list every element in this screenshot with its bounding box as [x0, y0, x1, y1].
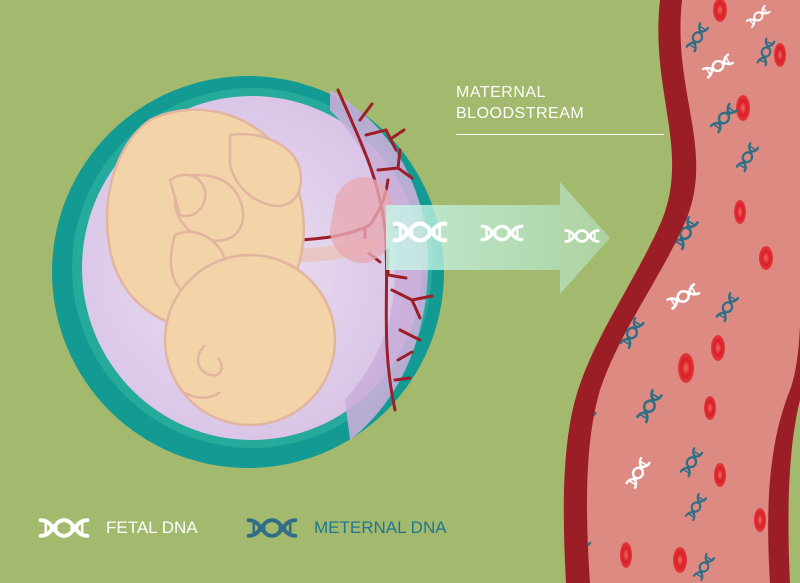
maternal-label-underline	[456, 134, 664, 135]
legend-maternal-dna: METERNAL DNA	[238, 513, 447, 543]
maternal-bloodstream-label: MATERNAL BLOODSTREAM	[456, 82, 584, 124]
cord-attachment	[330, 176, 396, 264]
legend-fetal-dna: FETAL DNA	[30, 513, 198, 543]
fetal-dna-icon	[38, 518, 90, 538]
legend-maternal-label: METERNAL DNA	[314, 518, 447, 537]
dna-transfer-arrow	[386, 182, 610, 294]
fetus	[105, 108, 337, 427]
maternal-label-line2: BLOODSTREAM	[456, 105, 585, 122]
maternal-dna-icon	[246, 518, 298, 538]
legend-fetal-label: FETAL DNA	[106, 518, 198, 537]
maternal-label-line1: MATERNAL	[456, 84, 546, 101]
